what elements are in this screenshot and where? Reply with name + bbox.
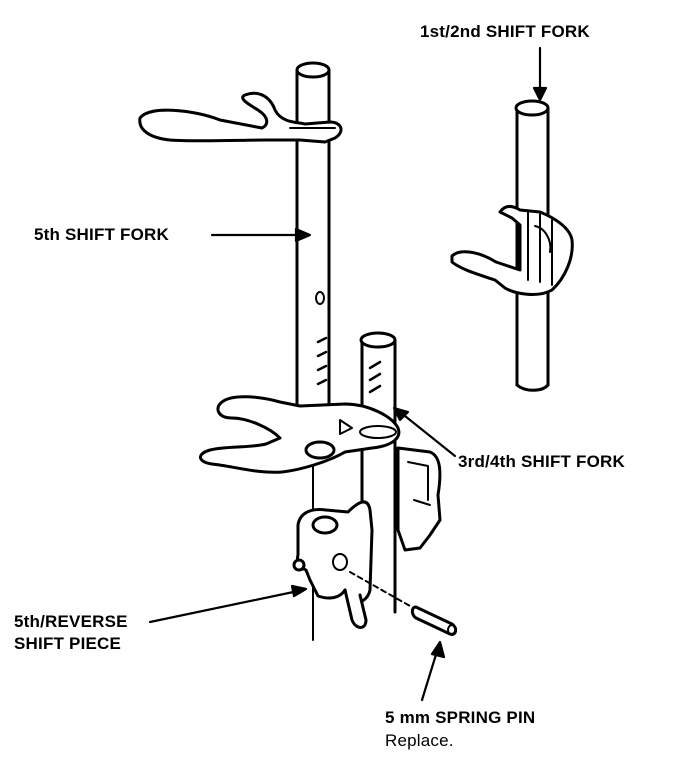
spring-pin [349,571,458,636]
first-second-shift-fork [450,99,574,392]
label-spring-pin: 5 mm SPRING PIN [385,708,536,727]
label-first-second-shift-fork: 1st/2nd SHIFT FORK [420,22,590,41]
third-fourth-shift-fork [199,331,442,614]
arrow-spring-pin [420,646,440,702]
fifth-shift-fork [138,61,343,641]
leader-lines [148,46,548,702]
label-third-fourth-shift-fork: 3rd/4th SHIFT FORK [458,452,625,471]
arrow-fifth-reverse [148,588,305,624]
label-fifth-shift-fork: 5th SHIFT FORK [34,225,170,244]
label-fifth-reverse-line1: 5th/REVERSE [14,612,128,631]
arrow-third-fourth [398,410,457,458]
fifth-reverse-shift-piece [292,500,374,629]
label-spring-pin-note: Replace. [385,731,454,750]
label-fifth-reverse-line2: SHIFT PIECE [14,634,122,653]
